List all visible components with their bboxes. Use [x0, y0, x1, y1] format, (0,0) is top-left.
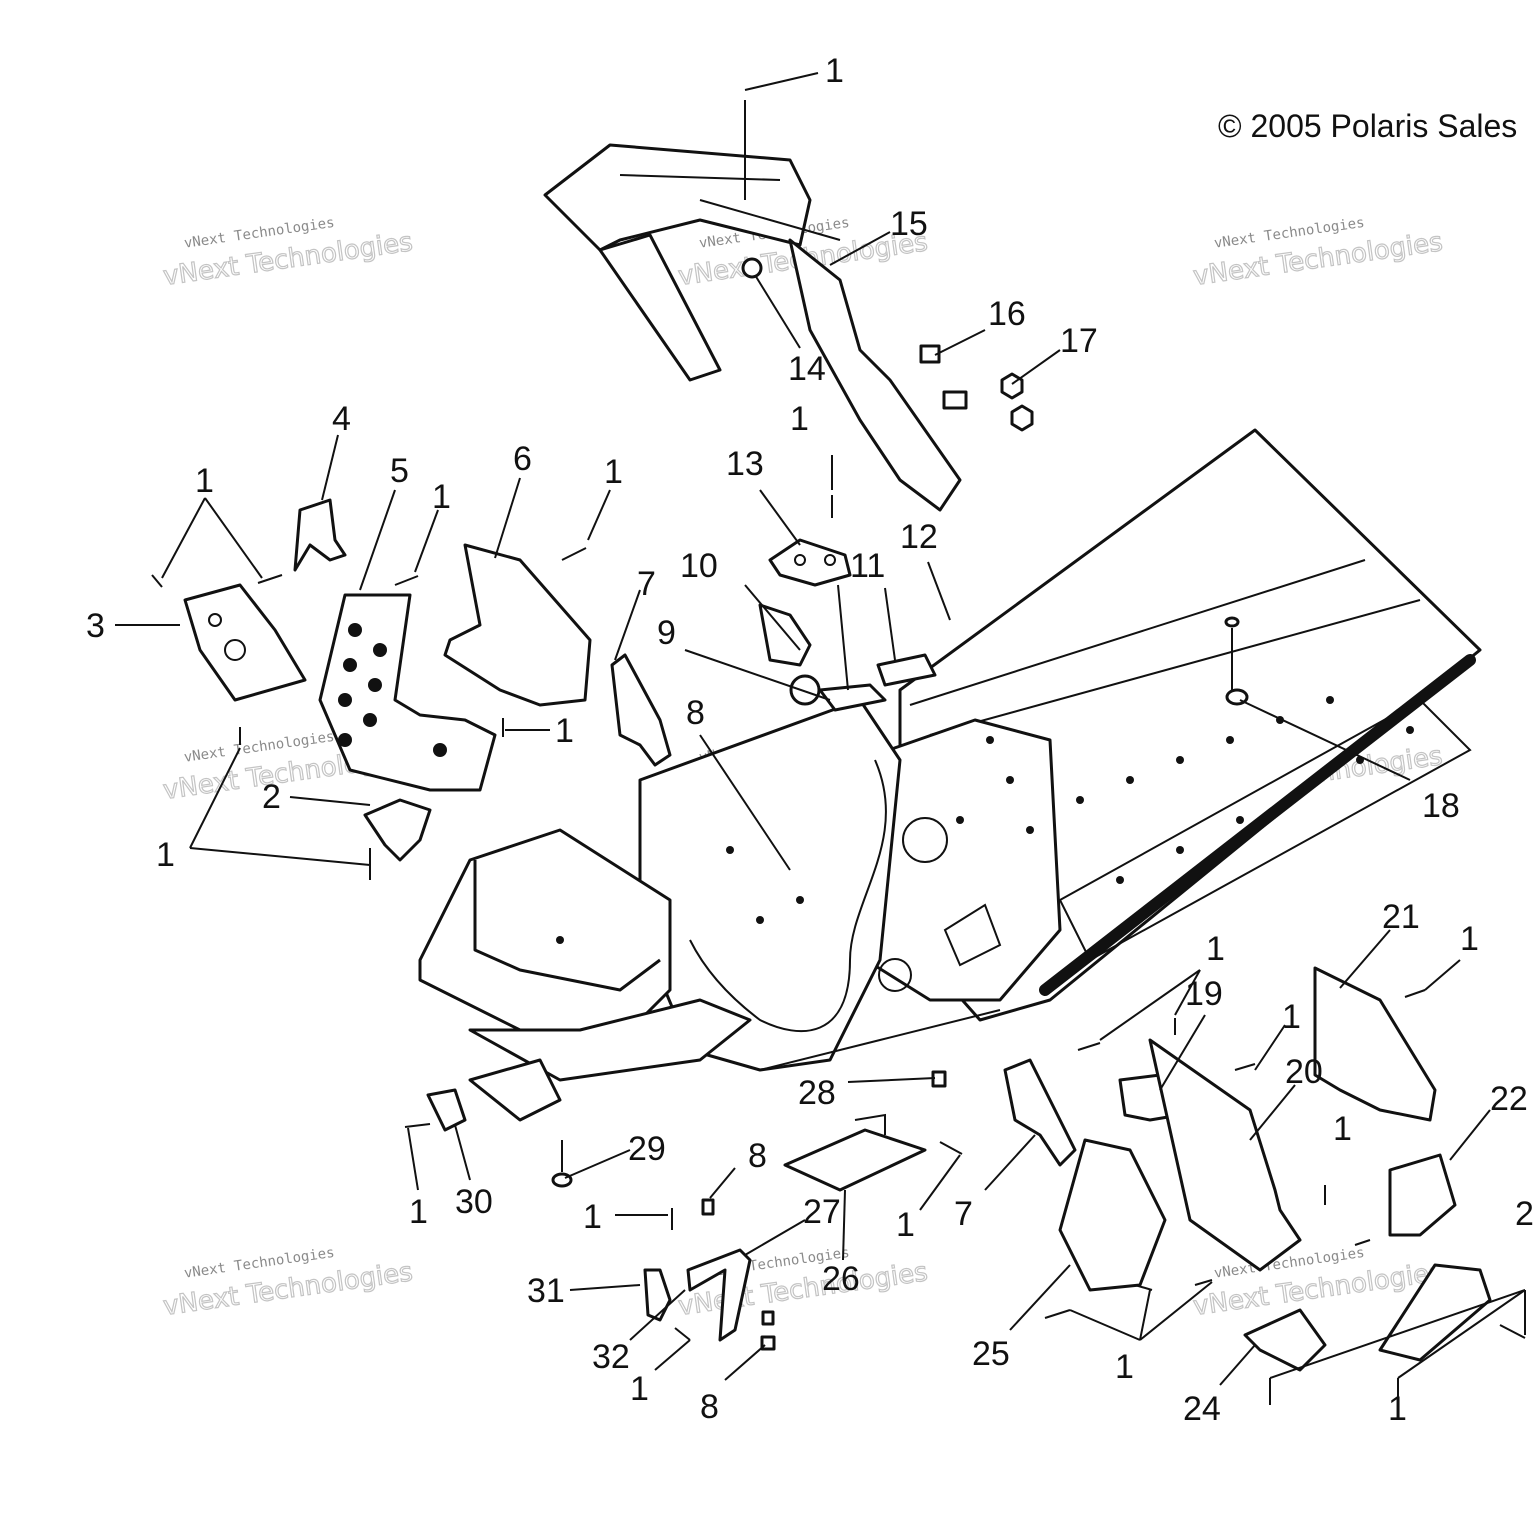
- callout-29: 29: [628, 1130, 666, 1168]
- callout-8: 8: [748, 1137, 767, 1175]
- callout-8: 8: [700, 1388, 719, 1426]
- callout-1: 1: [409, 1193, 428, 1231]
- callout-1: 1: [896, 1206, 915, 1244]
- callout-6: 6: [513, 440, 532, 478]
- part-12-decal: [876, 653, 937, 687]
- callout-1: 1: [1115, 1348, 1134, 1386]
- leader-lines: [115, 72, 1526, 1386]
- copyright-notice: © 2005 Polaris Sales: [1218, 108, 1517, 144]
- callout-12: 12: [900, 518, 938, 556]
- callout-14: 14: [788, 350, 826, 388]
- callout-4: 4: [332, 400, 351, 438]
- part-10-grommet: [758, 603, 821, 706]
- callout-18: 18: [1422, 787, 1460, 825]
- chassis-frame: [418, 428, 1482, 1122]
- callout-30: 30: [455, 1183, 493, 1221]
- callout-25: 25: [972, 1335, 1010, 1373]
- fastener-group: [151, 100, 1526, 1405]
- callout-1: 1: [604, 453, 623, 491]
- part-6-cover: [443, 543, 592, 707]
- callout-24: 24: [1183, 1390, 1221, 1428]
- callout-21: 21: [1382, 898, 1420, 936]
- callout-5: 5: [390, 452, 409, 490]
- watermark-top-left: vNext Technologies vNext Technologies: [161, 215, 415, 293]
- callout-1: 1: [555, 712, 574, 750]
- part-4-bracket: [293, 498, 347, 572]
- callout-10: 10: [680, 547, 718, 585]
- callout-1: 1: [825, 52, 844, 90]
- callout-32: 32: [592, 1338, 630, 1376]
- callout-1: 1: [1388, 1390, 1407, 1428]
- part-25-plate: [1058, 1138, 1167, 1292]
- part-20-plate: [1148, 1038, 1302, 1272]
- part-31-bracket: [643, 1268, 672, 1322]
- part-30-bracket: [426, 1088, 467, 1132]
- part-27-skid-plate: [783, 1113, 927, 1192]
- callout-19: 19: [1185, 975, 1223, 1013]
- callout-11: 11: [850, 547, 885, 585]
- callout-7: 7: [637, 565, 656, 603]
- part-22-cover: [1388, 1153, 1457, 1237]
- part-2-bracket: [363, 798, 432, 862]
- callout-28: 28: [798, 1074, 836, 1112]
- callout-labels: 1 15 14 16 17 4 5 6 1 1 1 1 3 7 10 13 11…: [86, 52, 1534, 1428]
- callout-13: 13: [726, 445, 764, 483]
- callout-2: 2: [262, 778, 281, 816]
- watermark-bottom-left: vNext Technologies vNext Technologies: [161, 1245, 415, 1323]
- callout-17: 17: [1060, 322, 1098, 360]
- watermark-top-right: vNext Technologies vNext Technologies: [1191, 215, 1445, 293]
- part-32-bracket: [686, 1248, 752, 1342]
- part-13-clamp: [768, 538, 852, 587]
- callout-26: 26: [822, 1260, 860, 1298]
- callout-1: 1: [1333, 1110, 1352, 1148]
- callout-1: 1: [156, 836, 175, 874]
- callout-22: 22: [1490, 1080, 1528, 1118]
- steering-support-frame: [543, 143, 962, 512]
- callout-3: 3: [86, 607, 105, 645]
- callout-23: 2: [1515, 1195, 1534, 1233]
- callout-1: 1: [630, 1370, 649, 1408]
- part-24-bracket: [1243, 1308, 1327, 1372]
- callout-1: 1: [1282, 998, 1301, 1036]
- callout-9: 9: [657, 614, 676, 652]
- part-7-shield-upper: [610, 653, 672, 767]
- callout-20: 20: [1285, 1053, 1323, 1091]
- callout-1: 1: [195, 462, 214, 500]
- part-3-bracket: [183, 583, 307, 702]
- part-5-plate: [318, 593, 497, 792]
- callout-7: 7: [954, 1195, 973, 1233]
- part-17-nut: [1000, 372, 1034, 432]
- callout-31: 31: [527, 1272, 565, 1310]
- part-11-decal: [818, 683, 887, 712]
- callout-1: 1: [1460, 920, 1479, 958]
- callout-1: 1: [1206, 930, 1225, 968]
- callout-8: 8: [686, 694, 705, 732]
- part-16-bolt: [919, 344, 968, 410]
- part-23-panel: [1378, 1263, 1492, 1362]
- part-7-shield-lower: [1003, 1058, 1077, 1167]
- callout-15: 15: [890, 205, 928, 243]
- callout-1: 1: [583, 1198, 602, 1236]
- part-21-cover: [1313, 966, 1437, 1122]
- part-14-grommet: [741, 257, 763, 279]
- callout-16: 16: [988, 295, 1026, 333]
- callout-1: 1: [790, 400, 809, 438]
- callout-27: 27: [803, 1193, 841, 1231]
- callout-1: 1: [432, 478, 451, 516]
